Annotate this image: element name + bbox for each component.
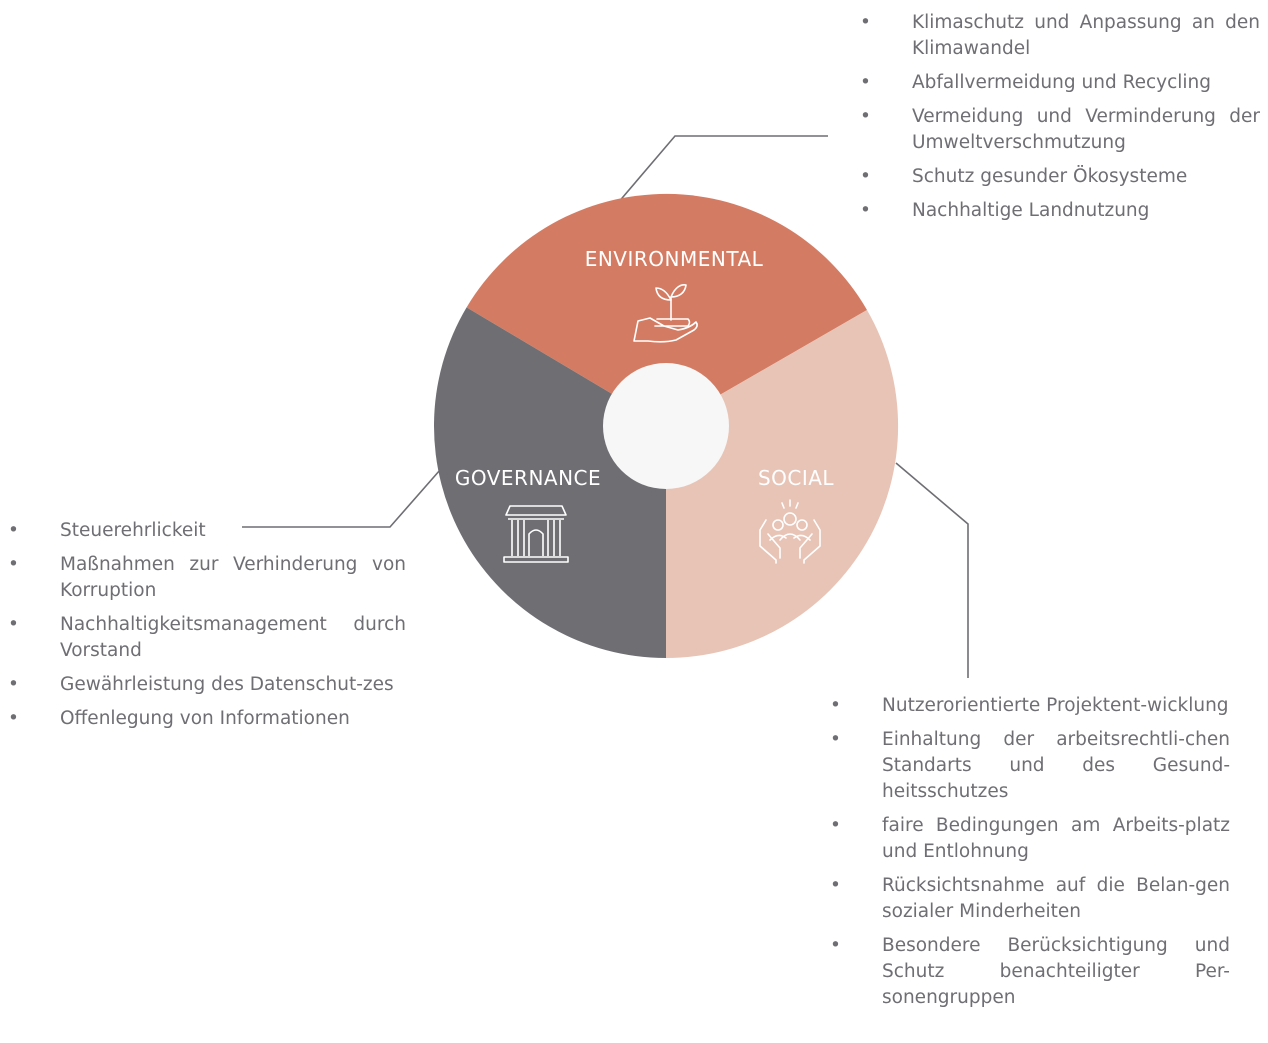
list-item: • Abfallvermeidung und Recycling: [860, 70, 1260, 96]
list-item: • Vermeidung und Verminderung der Umweltv…: [860, 104, 1260, 156]
bullet: •: [860, 72, 871, 93]
bullet: •: [8, 554, 19, 575]
list-item-text: Abfallvermeidung und Recycling: [912, 72, 1212, 93]
bullet: •: [830, 695, 841, 716]
list-item-text: faire Bedingungen am Arbeits-platz und E…: [882, 815, 1230, 862]
bullet: •: [860, 12, 871, 33]
bullet: •: [860, 106, 871, 127]
bullet: •: [860, 166, 871, 187]
social-list: • Nutzerorientierte Projektent-wicklung •…: [830, 693, 1230, 1019]
governance-segment: [433, 307, 666, 658]
list-item: • Offenlegung von Informationen: [8, 706, 406, 732]
list-item-text: Rücksichtsnahme auf die Belan-gen sozial…: [882, 875, 1230, 922]
bullet: •: [8, 708, 19, 729]
list-item: • Einhaltung der arbeitsrechtli-chen Stan…: [830, 727, 1230, 805]
list-item: • Steuerehrlickeit: [8, 518, 406, 544]
governance-list: • Steuerehrlickeit • Maßnahmen zur Verhind…: [8, 518, 406, 740]
environmental-label: ENVIRONMENTAL: [585, 247, 764, 271]
list-item: • Nutzerorientierte Projektent-wicklung: [830, 693, 1230, 719]
list-item-text: Steuerehrlickeit: [60, 520, 206, 541]
center-circle: [603, 363, 729, 489]
hands-people-icon: [759, 499, 821, 564]
bullet: •: [8, 614, 19, 635]
environmental-segment: [466, 193, 867, 426]
list-item-text: Offenlegung von Informationen: [60, 708, 350, 729]
list-item-text: Nachhaltige Landnutzung: [912, 200, 1150, 221]
list-item: • Maßnahmen zur Verhinderung von Korrupti…: [8, 552, 406, 604]
list-item-text: Maßnahmen zur Verhinderung von Korruptio…: [60, 554, 406, 601]
list-item: • Rücksichtsnahme auf die Belan-gen sozia…: [830, 873, 1230, 925]
list-item: • faire Bedingungen am Arbeits-platz und …: [830, 813, 1230, 865]
bullet: •: [8, 674, 19, 695]
bullet: •: [830, 875, 841, 896]
environmental-list: • Klimaschutz und Anpassung an den Klimaw…: [860, 10, 1260, 232]
bullet: •: [8, 520, 19, 541]
bullet: •: [830, 935, 841, 956]
social-segment: [666, 310, 899, 658]
list-item: • Schutz gesunder Ökosysteme: [860, 164, 1260, 190]
list-item-text: Schutz gesunder Ökosysteme: [912, 166, 1188, 187]
social-label: SOCIAL: [758, 466, 834, 490]
list-item-text: Einhaltung der arbeitsrechtli-chen Stand…: [882, 729, 1230, 802]
building-columns-icon: [503, 505, 569, 563]
list-item-text: Gewährleistung des Datenschut-zes: [60, 674, 394, 695]
list-item: • Gewährleistung des Datenschut-zes: [8, 672, 406, 698]
bullet: •: [830, 729, 841, 750]
list-item-text: Nutzerorientierte Projektent-wicklung: [882, 695, 1229, 716]
list-item: • Nachhaltige Landnutzung: [860, 198, 1260, 224]
list-item: • Nachhaltigkeitsmanagement durch Vorstan…: [8, 612, 406, 664]
list-item-text: Besondere Berücksichtigung und Schutz be…: [882, 935, 1230, 1008]
list-item-text: Nachhaltigkeitsmanagement durch Vorstand: [60, 614, 406, 661]
hand-plant-icon: [633, 284, 698, 343]
list-item-text: Klimaschutz und Anpassung an den Klimawa…: [912, 12, 1260, 59]
bullet: •: [830, 815, 841, 836]
social-leader-line: [895, 462, 969, 678]
list-item: • Besondere Berücksichtigung und Schutz b…: [830, 933, 1230, 1011]
list-item: • Klimaschutz und Anpassung an den Klimaw…: [860, 10, 1260, 62]
list-item-text: Vermeidung und Verminderung der Umweltve…: [912, 106, 1260, 153]
environmental-leader-line: [616, 135, 828, 205]
governance-leader-line: [242, 469, 441, 528]
bullet: •: [860, 200, 871, 221]
governance-label: GOVERNANCE: [455, 466, 601, 490]
